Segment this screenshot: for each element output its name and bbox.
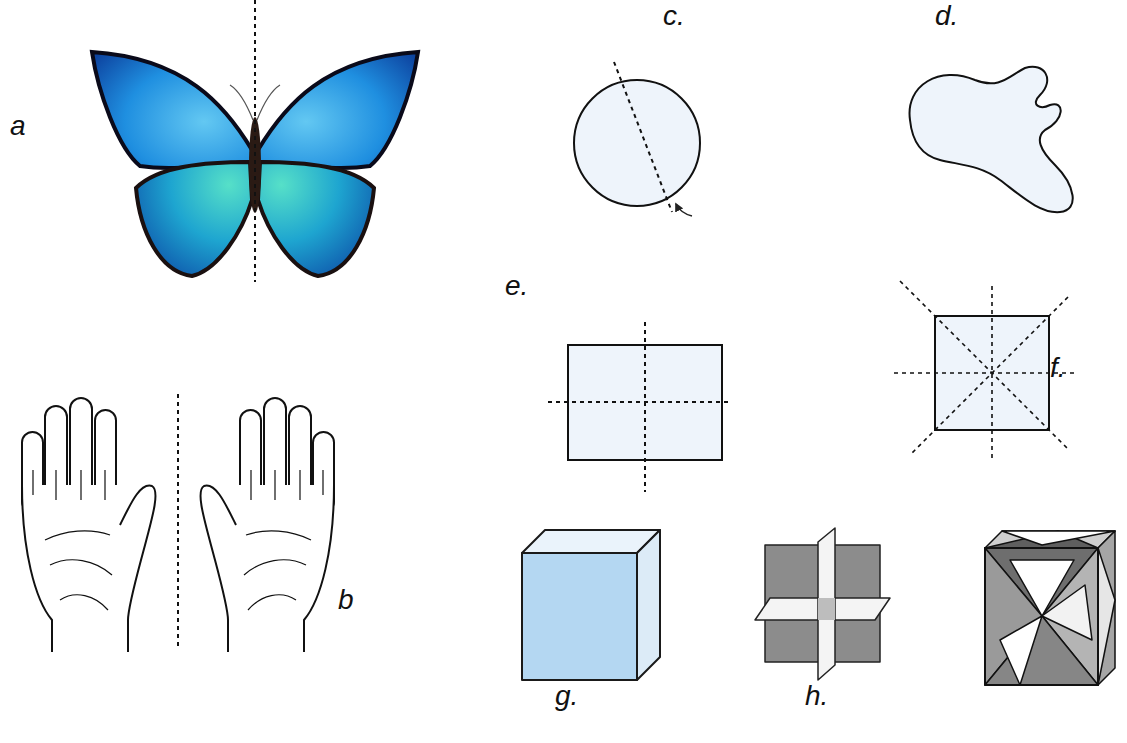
figure-label: g. bbox=[555, 680, 578, 712]
circle-figure bbox=[574, 62, 700, 216]
figure-label: b bbox=[338, 584, 354, 616]
square-figure bbox=[894, 281, 1076, 462]
figure-label: c. bbox=[663, 0, 685, 32]
figure-label: h. bbox=[805, 680, 828, 712]
irregular-shape bbox=[910, 67, 1073, 212]
rectangle-figure bbox=[548, 322, 732, 492]
butterfly bbox=[92, 0, 418, 282]
figure-label: a bbox=[10, 110, 26, 142]
cube bbox=[522, 530, 660, 680]
figure-label: f. bbox=[1050, 352, 1066, 384]
figure-label: d. bbox=[935, 0, 958, 32]
figure-label: e. bbox=[505, 270, 528, 302]
hands bbox=[22, 394, 334, 652]
cube-diagonal-planes bbox=[985, 531, 1115, 685]
cube-planes bbox=[755, 528, 890, 680]
